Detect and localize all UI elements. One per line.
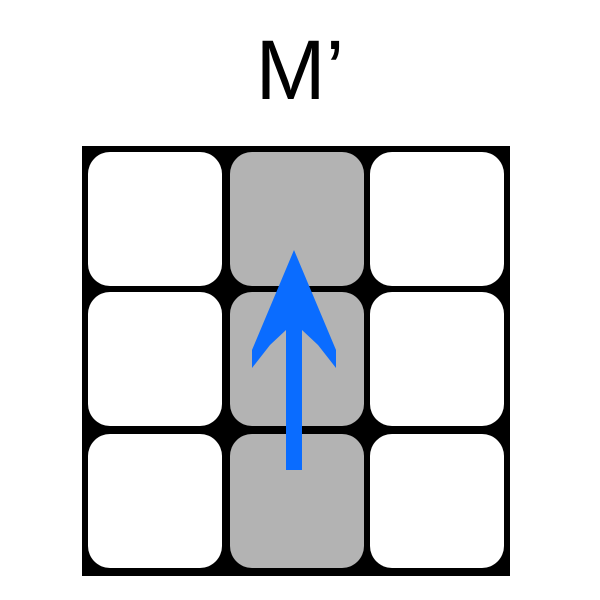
- sticker-r3-c3-white: [370, 434, 504, 568]
- sticker-r1-c1-white: [88, 152, 222, 286]
- move-arrow-up: [252, 250, 336, 470]
- sticker-r2-c1-white: [88, 292, 222, 426]
- sticker-r2-c3-white: [370, 292, 504, 426]
- move-notation-title: M’: [255, 23, 345, 117]
- sticker-r3-c2-gray: [230, 434, 364, 568]
- sticker-r1-c3-white: [370, 152, 504, 286]
- sticker-r1-c2-gray: [230, 152, 364, 286]
- sticker-r3-c1-white: [88, 434, 222, 568]
